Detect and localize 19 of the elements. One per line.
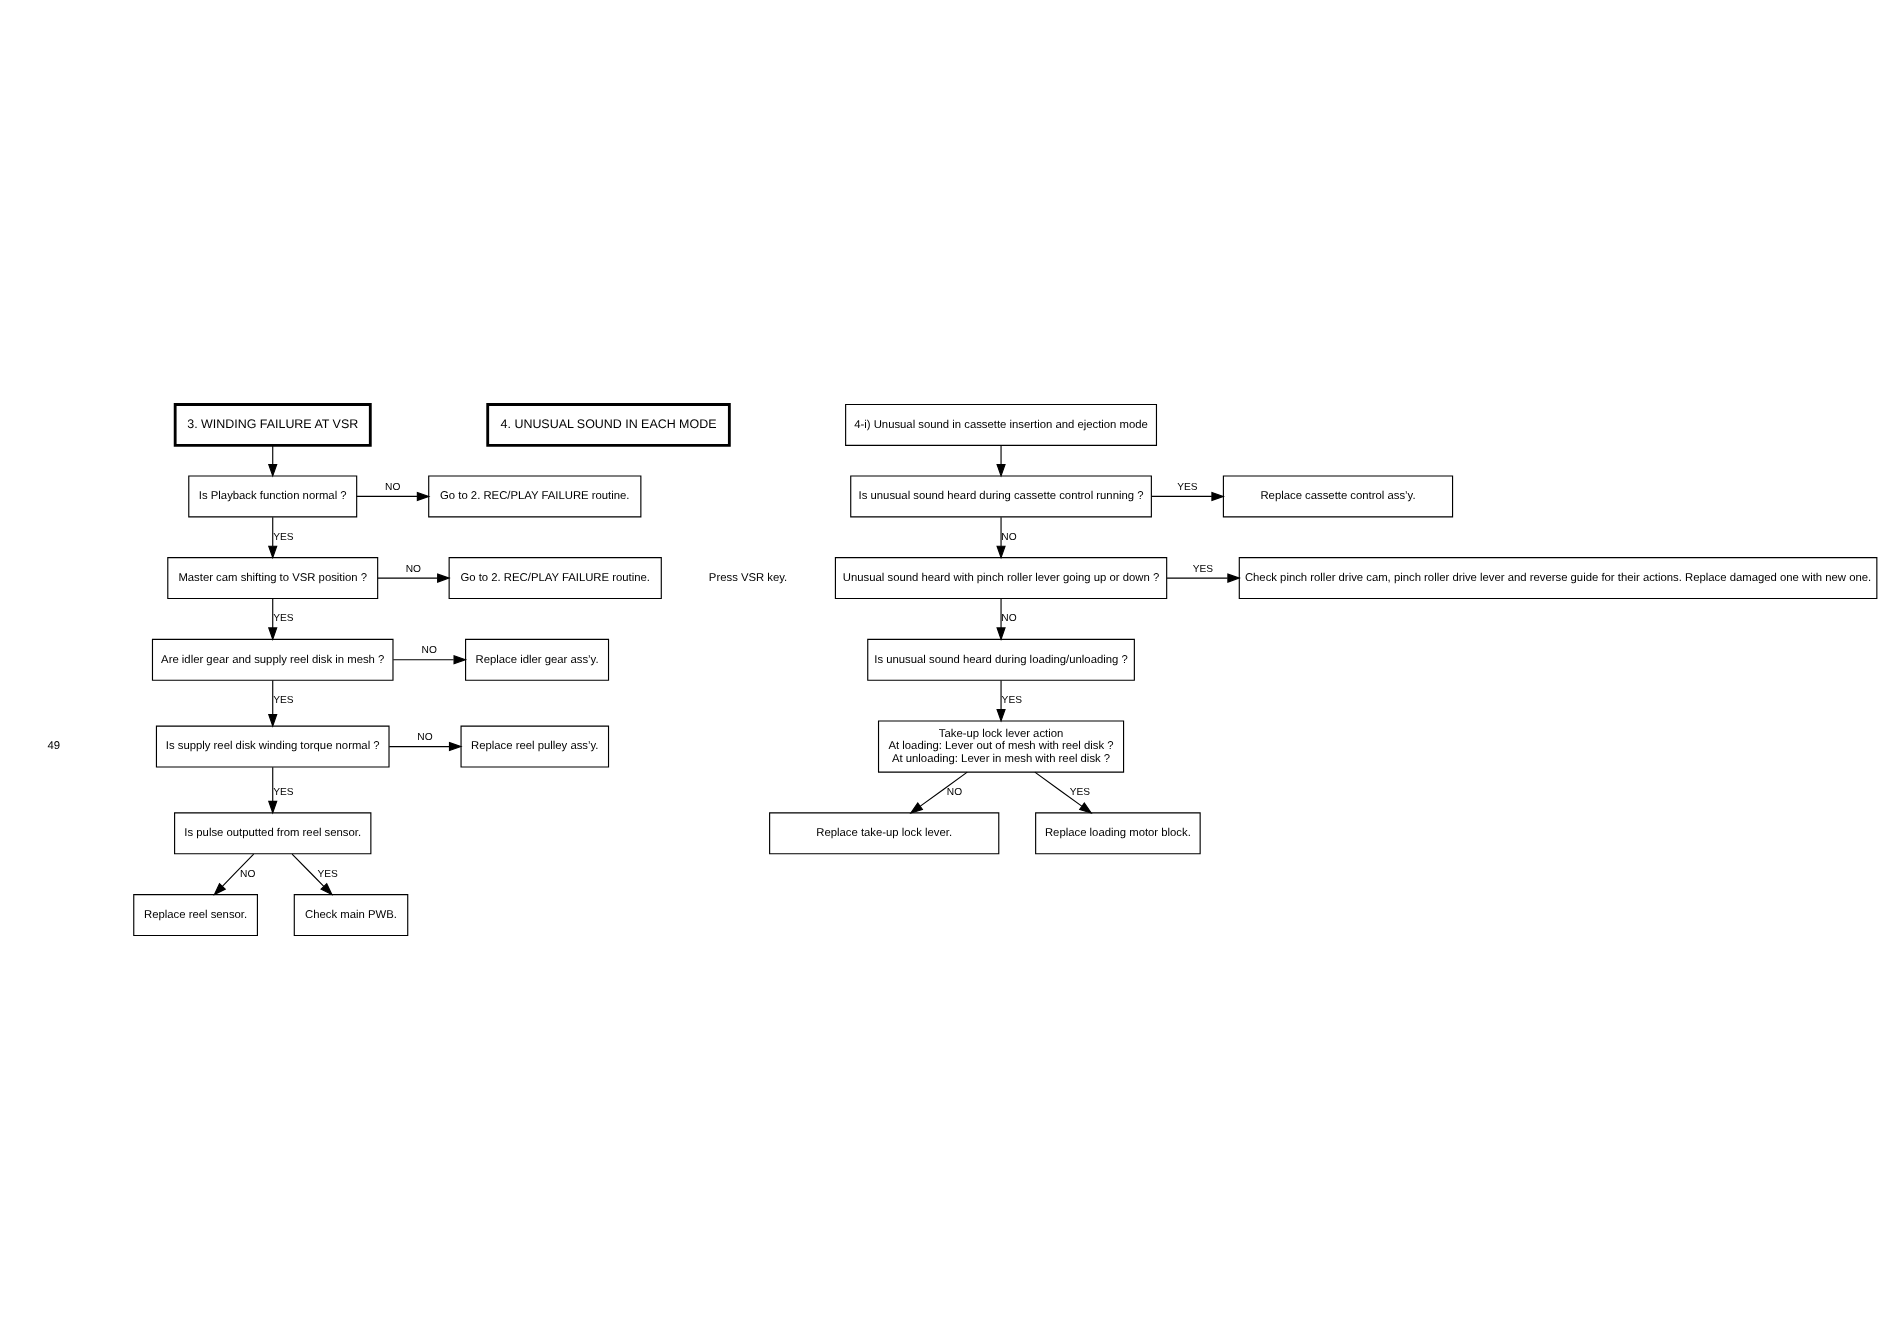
arrow bbox=[291, 853, 334, 896]
arrow bbox=[213, 853, 255, 896]
arrow bbox=[996, 516, 1006, 560]
arrow bbox=[267, 445, 278, 478]
arrow bbox=[377, 573, 451, 583]
arrow bbox=[356, 491, 431, 502]
arrow bbox=[388, 741, 463, 752]
arrow bbox=[392, 655, 468, 665]
arrow bbox=[267, 679, 278, 728]
arrow bbox=[996, 598, 1006, 641]
arrow bbox=[267, 598, 278, 641]
arrow bbox=[267, 766, 278, 815]
arrow bbox=[1166, 573, 1241, 583]
arrow bbox=[267, 516, 278, 560]
arrow bbox=[996, 679, 1006, 723]
arrow bbox=[996, 445, 1006, 478]
arrow bbox=[909, 771, 968, 814]
arrow bbox=[1034, 771, 1093, 814]
arrow bbox=[1151, 491, 1225, 502]
